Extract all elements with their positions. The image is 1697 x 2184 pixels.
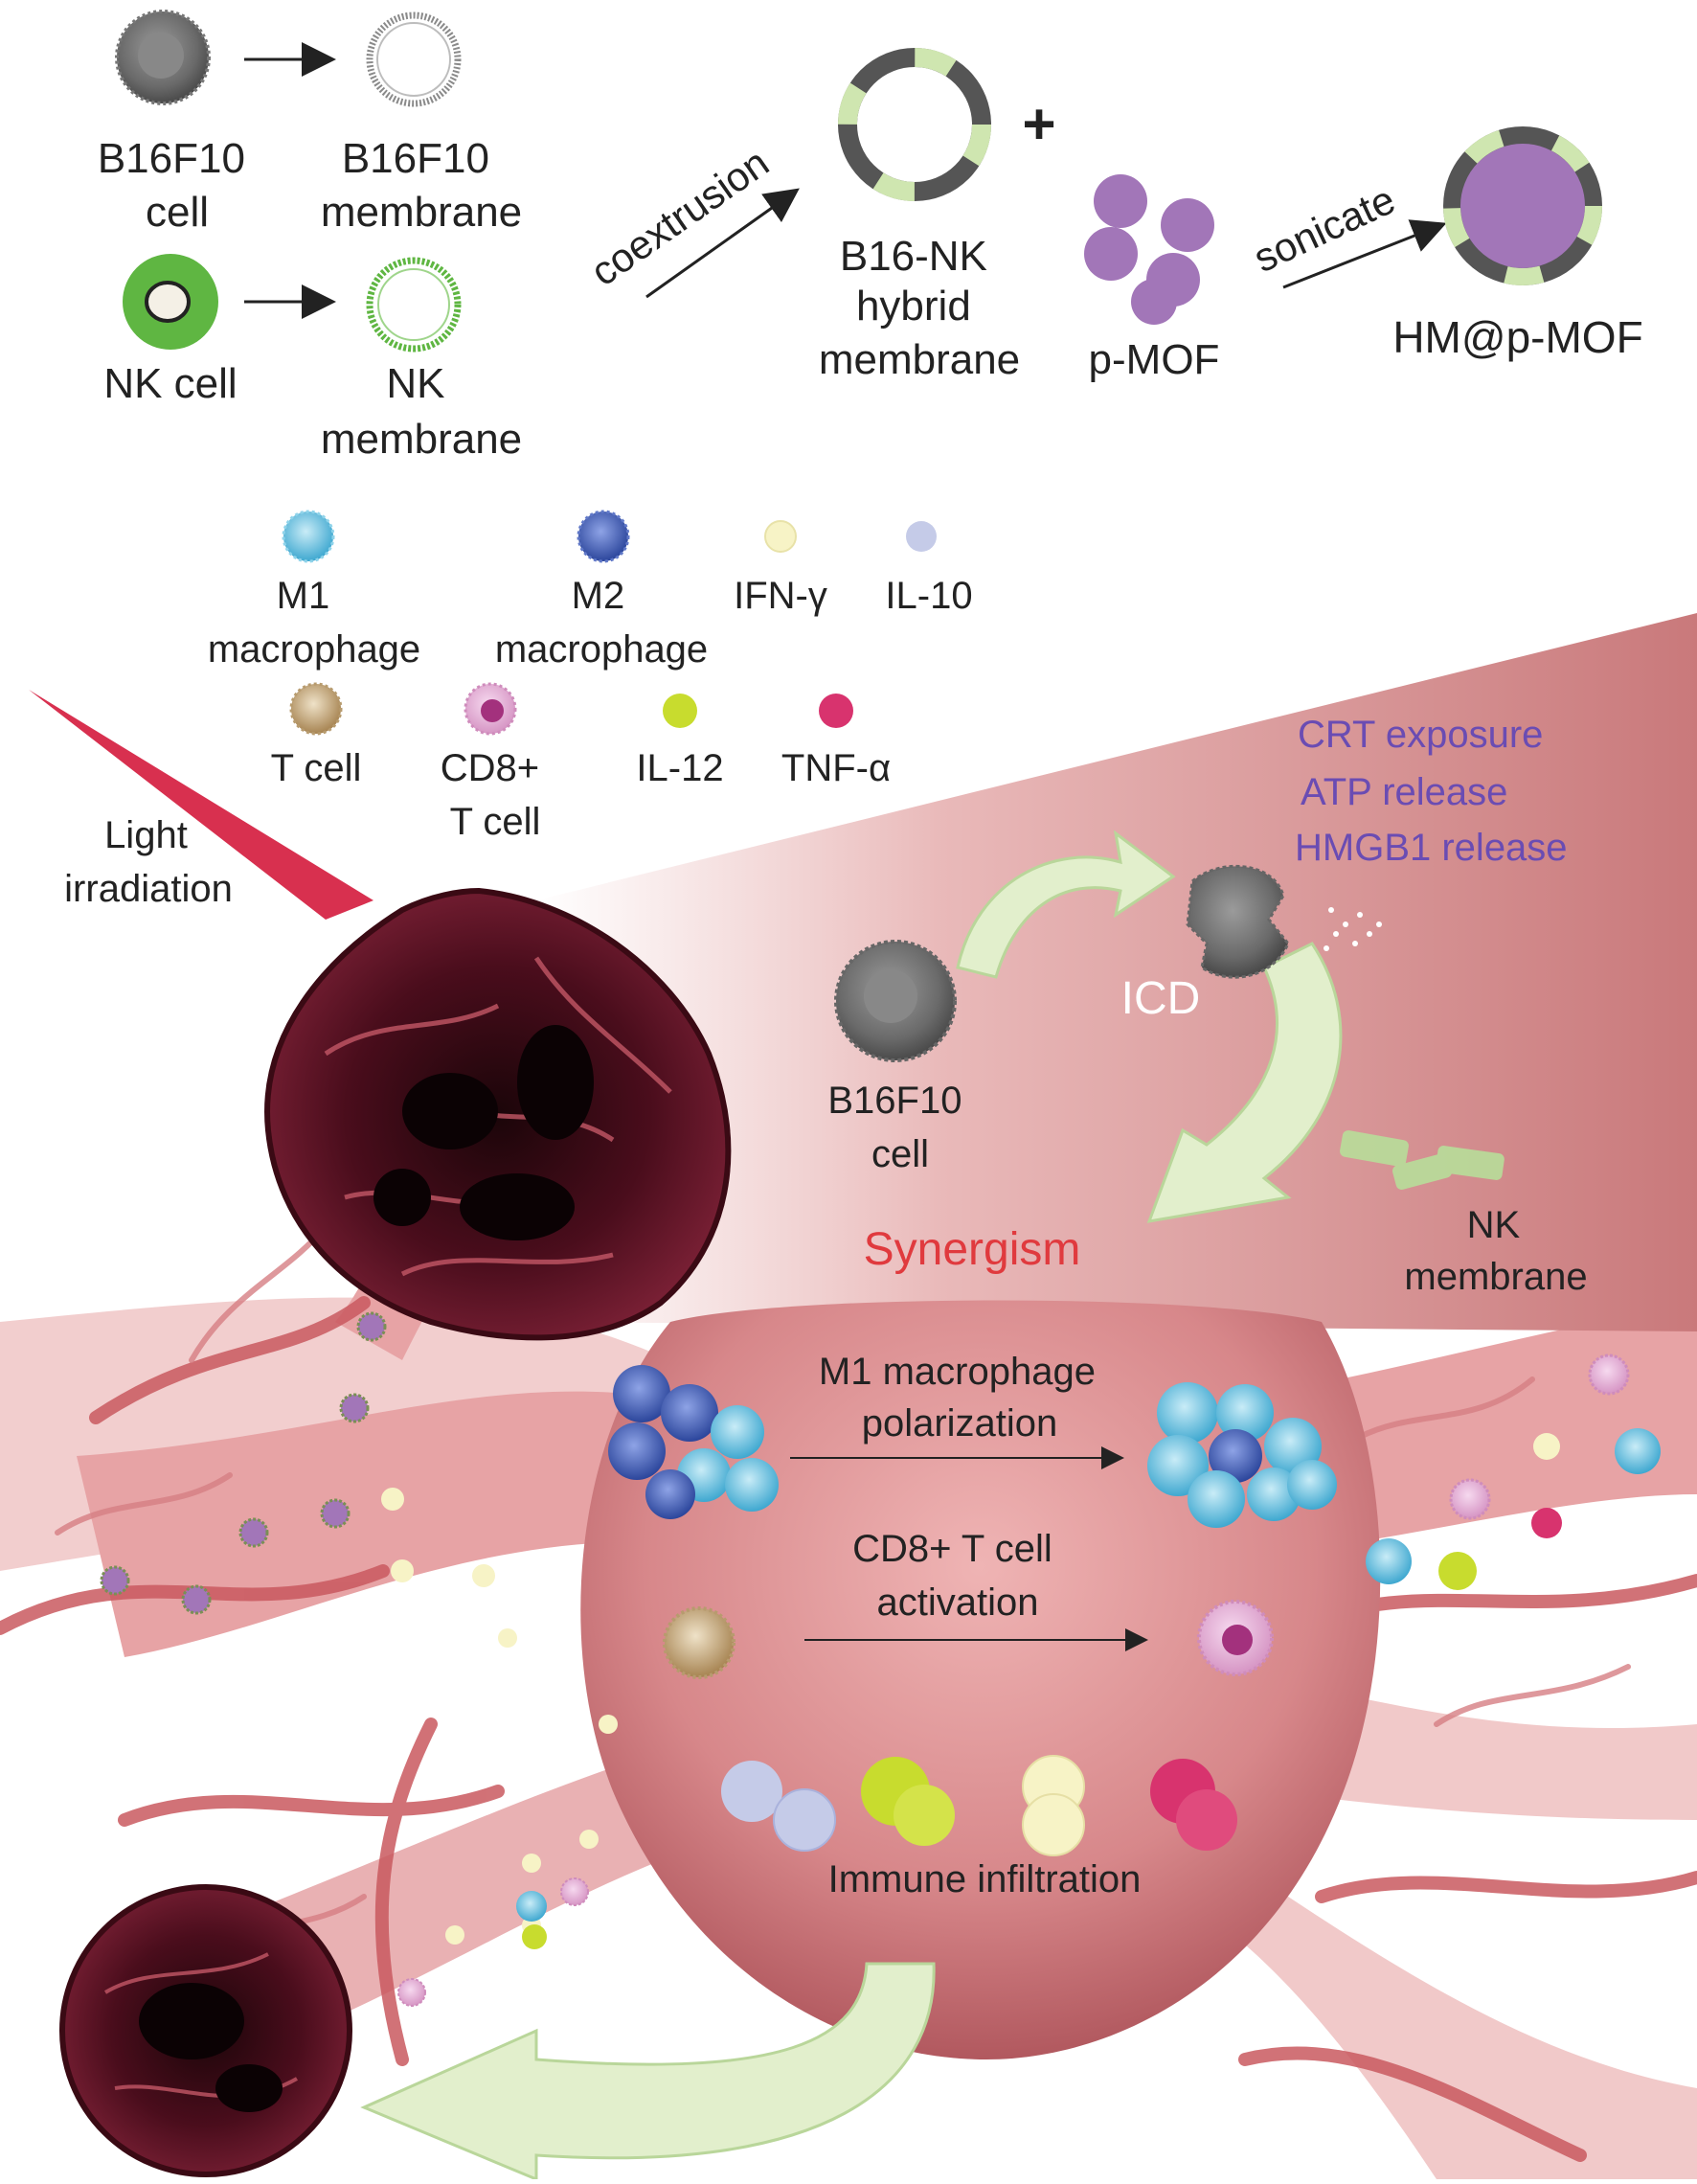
hm-pmof-label: HM@p-MOF bbox=[1392, 312, 1642, 362]
m2-macrophage-icon bbox=[577, 510, 630, 563]
light-beam bbox=[29, 690, 373, 920]
cytokine-tnf bbox=[1150, 1759, 1237, 1851]
primary-tumor bbox=[264, 887, 732, 1341]
synergism-label: Synergism bbox=[864, 1224, 1081, 1275]
nk-membrane-fragments bbox=[1340, 1130, 1505, 1190]
synthesis-panel: B16F10 cell B16F10 membrane NK cell NK m… bbox=[98, 10, 1643, 463]
legend-il12-label: IL-12 bbox=[636, 747, 723, 789]
vessel-cells bbox=[100, 1311, 1661, 2007]
icd-label: ICD bbox=[1121, 973, 1201, 1024]
cycle-arrow-icon bbox=[956, 830, 1176, 979]
nk-membrane-icon bbox=[366, 257, 462, 353]
pmof-icon bbox=[1084, 174, 1214, 325]
b16f10-membrane-label: B16F10 membrane bbox=[321, 135, 522, 236]
legend-tcell-label: T cell bbox=[271, 747, 362, 789]
m2-macrophage-cluster bbox=[608, 1365, 779, 1519]
m1-macrophage-cluster bbox=[1147, 1382, 1337, 1528]
crt-exposure-label: CRT exposure bbox=[1298, 714, 1543, 756]
il12-icon bbox=[663, 694, 697, 728]
immune-infiltration-label: Immune infiltration bbox=[828, 1858, 1142, 1900]
icd-region: CRT exposure ATP release HMGB1 release B… bbox=[827, 714, 1587, 1298]
m1-polarization-label: M1 macrophage polarization bbox=[819, 1351, 1106, 1445]
legend-m1-label: M1 macrophage bbox=[208, 575, 420, 671]
legend-il10-label: IL-10 bbox=[885, 575, 972, 617]
tnf-alpha-icon bbox=[819, 694, 853, 728]
hybrid-membrane-icon bbox=[838, 48, 991, 201]
nk-cell-label: NK cell bbox=[103, 360, 237, 407]
cycle-arrow-icon bbox=[1146, 942, 1343, 1223]
b16f10-membrane-icon bbox=[366, 11, 462, 107]
return-arrow-icon bbox=[360, 1962, 936, 2182]
sonicate-label: sonicate bbox=[1247, 176, 1402, 281]
atp-release-label: ATP release bbox=[1301, 771, 1507, 813]
immune-response-sphere: M1 macrophage polarization CD8+ T cell a… bbox=[580, 1300, 1381, 2059]
t-cell-icon bbox=[289, 682, 343, 736]
hm-pmof-icon bbox=[1443, 126, 1602, 285]
legend-cd8-label: CD8+ T cell bbox=[441, 747, 551, 843]
cytokine-ifn bbox=[1022, 1755, 1085, 1856]
metastatic-tumor bbox=[59, 1884, 352, 2177]
m1-macrophage-icon bbox=[282, 510, 335, 563]
legend-ifn-label: IFN-γ bbox=[734, 575, 827, 617]
coextrusion-arrow bbox=[645, 188, 800, 299]
nk-membrane-label: NK membrane bbox=[321, 360, 522, 463]
cytokine-il12 bbox=[861, 1757, 955, 1846]
coextrusion-label: coextrusion bbox=[582, 140, 777, 295]
legend-tnf-label: TNF-α bbox=[781, 747, 891, 789]
dying-cell-icon bbox=[1186, 864, 1290, 979]
release-particles bbox=[1324, 907, 1382, 951]
il10-icon bbox=[906, 521, 937, 552]
b16f10-cell-label: B16F10 cell bbox=[98, 135, 257, 236]
nk-membrane-label: NK membrane bbox=[1404, 1204, 1587, 1298]
ifn-gamma-icon bbox=[764, 520, 797, 553]
t-cell-icon bbox=[663, 1606, 735, 1679]
legend-m2-label: M2 macrophage bbox=[495, 575, 708, 671]
cd8-activation-label: CD8+ T cell activation bbox=[852, 1528, 1063, 1624]
light-irradiation-label: Light irradiation bbox=[64, 814, 233, 910]
b16f10-cell-label: B16F10 cell bbox=[827, 1080, 972, 1175]
hybrid-membrane-label: B16-NK hybrid membrane bbox=[819, 233, 1020, 383]
legend: M1 macrophage M2 macrophage IFN-γ IL-10 … bbox=[208, 510, 973, 843]
pmof-label: p-MOF bbox=[1089, 336, 1220, 383]
hmgb1-release-label: HMGB1 release bbox=[1295, 827, 1568, 869]
sonicate-arrow bbox=[1282, 219, 1447, 289]
cytokine-il10 bbox=[721, 1761, 836, 1852]
plus-sign: + bbox=[1022, 92, 1055, 156]
